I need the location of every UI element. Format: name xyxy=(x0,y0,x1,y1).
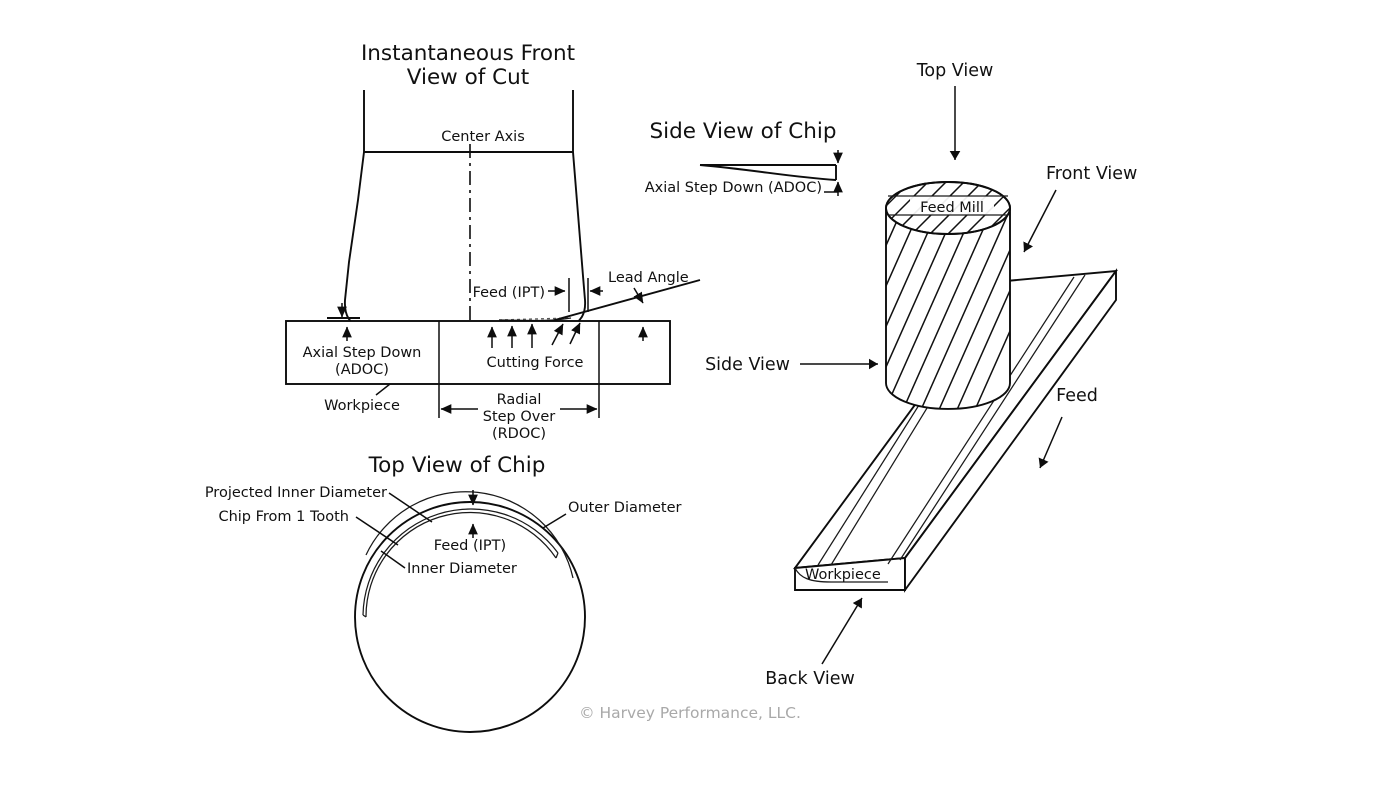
outer-diameter-label: Outer Diameter xyxy=(568,500,682,516)
rdoc-label-line1: Radial xyxy=(497,392,542,408)
workpiece-block-group: Axial Step Down (ADOC) xyxy=(285,303,671,385)
front-view-arrow xyxy=(1023,189,1057,253)
inner-diameter-leader xyxy=(380,550,406,569)
panel-isometric-view: Workpiece xyxy=(705,61,1137,689)
front-view-title-line1: Instantaneous Front xyxy=(361,41,575,66)
feed-mill-label-backing xyxy=(910,196,994,215)
chip-head-tip xyxy=(555,552,559,559)
top-view-leaders: Projected Inner Diameter Chip From 1 Too… xyxy=(205,485,682,577)
side-view-adoc-label: Axial Step Down (ADOC) xyxy=(645,180,822,196)
cutting-force-arrow-4 xyxy=(551,323,564,346)
iso-feed-label: Feed xyxy=(1056,386,1098,406)
workpiece-label: Workpiece xyxy=(324,398,400,414)
workpiece-channel-round-end xyxy=(794,567,888,583)
iso-side-view-callout: Side View xyxy=(705,355,879,375)
feed-arrow xyxy=(1038,416,1063,469)
center-axis-label: Center Axis xyxy=(441,129,525,145)
inner-diameter-label: Inner Diameter xyxy=(407,561,517,577)
projected-inner-diameter-leader xyxy=(388,492,433,523)
rdoc-label-line3: (RDOC) xyxy=(492,426,546,442)
workpiece-leader-group: Workpiece xyxy=(324,383,400,414)
adoc-label-line2: (ADOC) xyxy=(335,362,389,378)
iso-front-view-label: Front View xyxy=(1046,164,1137,184)
workpiece-channel-edge-4 xyxy=(899,274,1086,561)
iso-back-view-callout: Back View xyxy=(765,597,863,689)
side-chip-bottom-edge xyxy=(699,164,837,181)
panel-side-view-of-chip: Side View of Chip Axial Step Down (ADOC) xyxy=(645,119,843,196)
iso-front-view-callout: Front View xyxy=(1023,164,1137,253)
side-view-chip-title: Side View of Chip xyxy=(649,119,836,144)
iso-feed-callout: Feed xyxy=(1038,386,1098,469)
adoc-label-line1: Axial Step Down xyxy=(303,345,422,361)
lead-angle-label: Lead Angle xyxy=(608,270,689,286)
iso-feed-mill-label: Feed Mill xyxy=(920,200,984,216)
center-axis-group: Center Axis xyxy=(441,129,525,370)
chip-from-1-tooth-leader xyxy=(355,516,399,546)
chip-tail-tip xyxy=(362,614,367,618)
iso-side-view-label: Side View xyxy=(705,355,790,375)
feed-ipt-dimension-group: Feed (IPT) xyxy=(473,278,603,312)
iso-workpiece-label: Workpiece xyxy=(805,567,881,583)
cutting-force-group: Cutting Force xyxy=(487,322,584,371)
workpiece-right-face xyxy=(904,268,1117,593)
copyright-notice: © Harvey Performance, LLC. xyxy=(579,704,801,722)
panel-top-view-of-chip: Top View of Chip Feed (IPT) Projected In… xyxy=(205,453,682,733)
top-view-feed-dimension: Feed (IPT) xyxy=(434,490,506,554)
lead-angle-leader xyxy=(633,287,644,304)
rdoc-dimension-group: Radial Step Over (RDOC) xyxy=(438,384,600,442)
panel-front-view-of-cut: Instantaneous Front View of Cut Center A… xyxy=(285,41,701,442)
cylinder-bottom-arc xyxy=(885,382,1011,410)
side-chip-shape xyxy=(699,164,837,181)
workpiece-channel-edge-3 xyxy=(887,276,1075,565)
iso-end-mill-cylinder: Feed Mill xyxy=(885,181,1011,410)
top-view-feed-label: Feed (IPT) xyxy=(434,538,506,554)
iso-top-view-callout: Top View xyxy=(916,61,994,161)
front-view-title-line2: View of Cut xyxy=(407,65,529,90)
iso-workpiece-slab: Workpiece xyxy=(792,268,1119,593)
iso-back-view-label: Back View xyxy=(765,669,855,689)
projected-inner-diameter-arc xyxy=(365,491,574,579)
iso-top-view-label: Top View xyxy=(916,61,994,81)
feed-ipt-label: Feed (IPT) xyxy=(473,285,545,301)
outer-diameter-leader xyxy=(542,513,567,529)
chip-from-1-tooth-label: Chip From 1 Tooth xyxy=(218,509,349,525)
cutting-force-arrow-5 xyxy=(569,322,581,345)
side-chip-adoc-dimension: Axial Step Down (ADOC) xyxy=(645,150,843,196)
back-view-arrow xyxy=(821,597,863,665)
projected-inner-diameter-label: Projected Inner Diameter xyxy=(205,485,387,501)
top-view-chip-title: Top View of Chip xyxy=(368,453,546,478)
cutting-force-label: Cutting Force xyxy=(487,355,584,371)
workpiece-leader-line xyxy=(375,383,391,396)
inner-diameter-arc xyxy=(362,508,559,616)
chip-crescent-lower-arc xyxy=(365,511,557,618)
rdoc-label-line2: Step Over xyxy=(483,409,556,425)
